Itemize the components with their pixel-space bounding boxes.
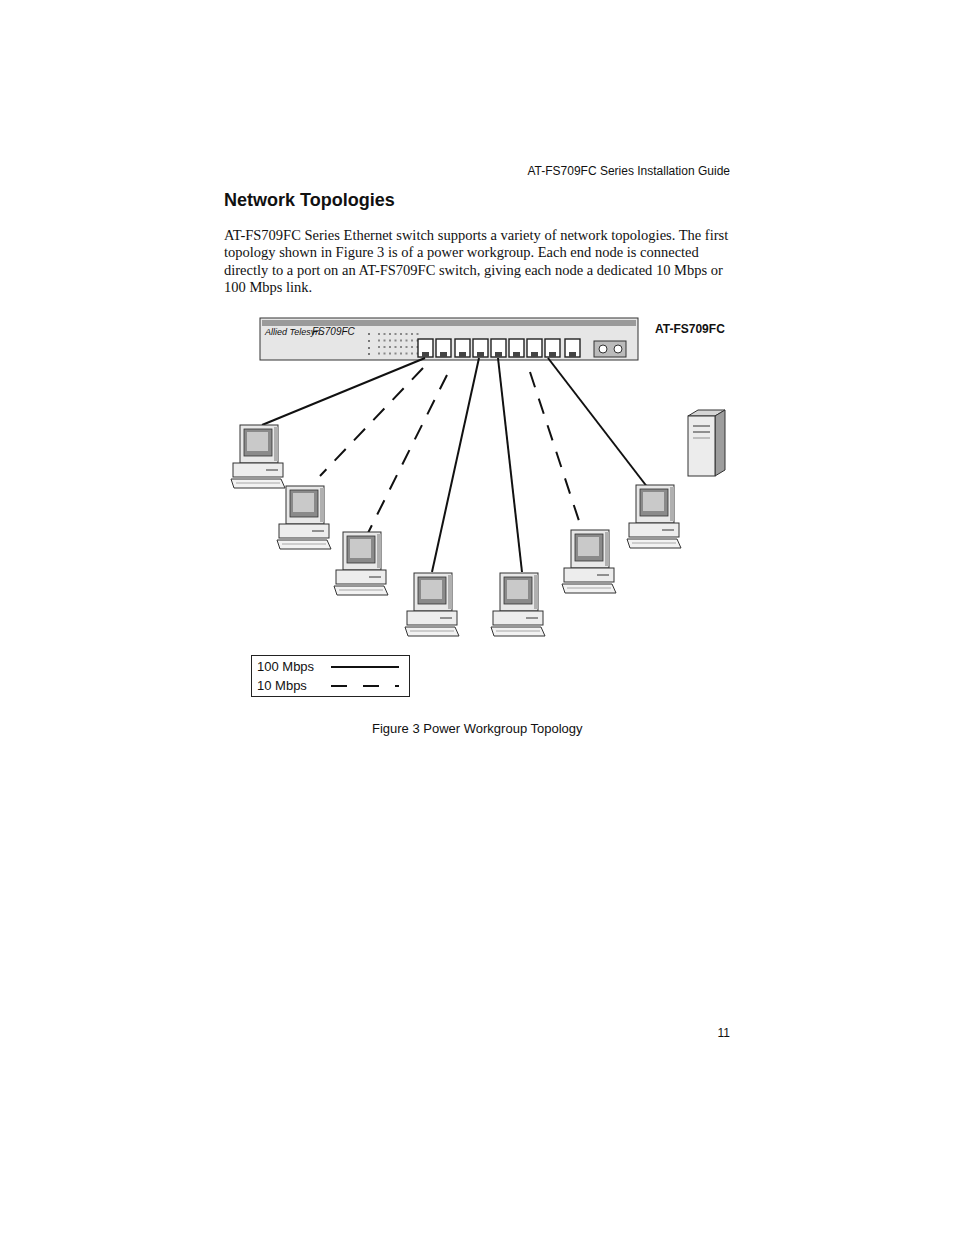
led: [411, 353, 413, 355]
led: [417, 333, 419, 335]
led: [406, 353, 408, 355]
workstation: [562, 530, 616, 593]
workstation: [277, 486, 331, 549]
link-10: [367, 375, 447, 535]
device-label: AT-FS709FC: [655, 322, 725, 336]
solid-line-sample: [331, 666, 399, 668]
port-latch: [549, 352, 556, 357]
rj45-port: [545, 339, 560, 357]
running-header: AT-FS709FC Series Installation Guide: [527, 164, 730, 178]
led: [406, 333, 408, 335]
port-latch: [569, 352, 576, 357]
page-number: 11: [718, 1026, 730, 1040]
rj45-port: [509, 339, 524, 357]
workstation: [627, 485, 681, 548]
led: [389, 353, 391, 355]
led: [400, 353, 402, 355]
workstation: [231, 425, 285, 488]
led: [389, 340, 391, 342]
led: [395, 346, 397, 348]
section-title: Network Topologies: [224, 190, 395, 211]
rj45-port: [565, 339, 580, 357]
rj45-port: [436, 339, 451, 357]
port-latch: [513, 352, 520, 357]
link-100: [548, 358, 648, 488]
switch-panel: [260, 318, 638, 360]
led: [395, 353, 397, 355]
link-10: [320, 368, 423, 476]
led: [384, 346, 386, 348]
legend-text: 100 Mbps: [252, 659, 327, 674]
legend-text: 10 Mbps: [252, 678, 327, 693]
figure-caption: Figure 3 Power Workgroup Topology: [372, 721, 583, 736]
legend-box: 100 Mbps 10 Mbps: [251, 655, 410, 697]
led: [389, 346, 391, 348]
server: [688, 410, 725, 476]
led: [384, 340, 386, 342]
led: [400, 340, 402, 342]
model-text: FS709FC: [312, 326, 355, 337]
workstation: [491, 573, 545, 636]
led: [406, 346, 408, 348]
workstation: [334, 532, 388, 595]
rj45-port: [455, 339, 470, 357]
led: [384, 333, 386, 335]
port-latch: [422, 352, 429, 357]
led: [395, 333, 397, 335]
legend-sample: [327, 681, 403, 691]
led: [411, 340, 413, 342]
spare: [568, 358, 648, 395]
legend-sample: [327, 662, 403, 672]
legend-row: 10 Mbps: [252, 676, 409, 695]
port-latch: [459, 352, 466, 357]
ethernet-switch: Allied TelesynFS709FCAT-FS709FC: [260, 318, 638, 360]
led: [400, 333, 402, 335]
workstation: [405, 573, 459, 636]
led: [400, 346, 402, 348]
led: [378, 346, 380, 348]
link-100: [432, 358, 479, 572]
legend-row: 100 Mbps: [252, 657, 409, 676]
rj45-port: [527, 339, 542, 357]
port-latch: [495, 352, 502, 357]
led: [378, 333, 380, 335]
port-latch: [531, 352, 538, 357]
led: [411, 346, 413, 348]
rj45-port: [491, 339, 506, 357]
led: [384, 353, 386, 355]
rj45-port: [418, 339, 433, 357]
dashed-line-sample: [331, 685, 399, 687]
port-latch: [440, 352, 447, 357]
brand-text: Allied Telesyn: [265, 327, 320, 337]
link-100: [498, 358, 522, 572]
led: [406, 340, 408, 342]
rj45-port: [473, 339, 488, 357]
port-latch: [477, 352, 484, 357]
led: [389, 333, 391, 335]
led: [378, 353, 380, 355]
led: [378, 340, 380, 342]
body-paragraph: AT-FS709FC Series Ethernet switch suppor…: [224, 227, 730, 296]
led: [395, 340, 397, 342]
link-10: [530, 372, 581, 527]
led: [411, 333, 413, 335]
